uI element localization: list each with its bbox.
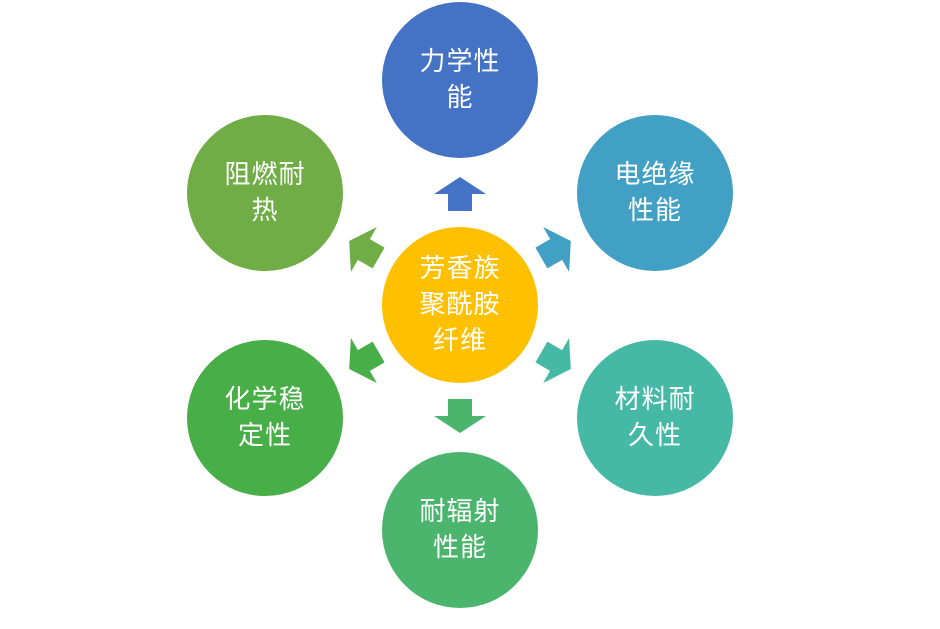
node-durability: 材料耐久性	[577, 340, 733, 496]
node-chemical-label: 化学稳定性	[224, 385, 306, 451]
arrow-to-mechanical	[434, 177, 486, 211]
arrow-to-chemical	[349, 337, 385, 384]
arrow-to-insulation	[535, 226, 571, 273]
node-radiation-label: 耐辐射性能	[419, 497, 501, 563]
arrow-to-flame	[349, 226, 385, 273]
node-insulation-label: 电绝缘性能	[614, 160, 696, 226]
node-flame: 阻燃耐热	[187, 115, 343, 271]
node-mechanical-label: 力学性能	[419, 47, 501, 113]
node-mechanical: 力学性能	[382, 2, 538, 158]
center-node: 芳香族聚酰胺纤维	[382, 227, 538, 383]
node-chemical: 化学稳定性	[187, 340, 343, 496]
node-durability-label: 材料耐久性	[614, 385, 696, 451]
center-node-label: 芳香族聚酰胺纤维	[419, 254, 501, 356]
arrow-to-durability	[535, 337, 571, 384]
node-radiation: 耐辐射性能	[382, 452, 538, 608]
arrow-to-radiation	[434, 399, 486, 433]
node-flame-label: 阻燃耐热	[224, 160, 306, 226]
node-insulation: 电绝缘性能	[577, 115, 733, 271]
